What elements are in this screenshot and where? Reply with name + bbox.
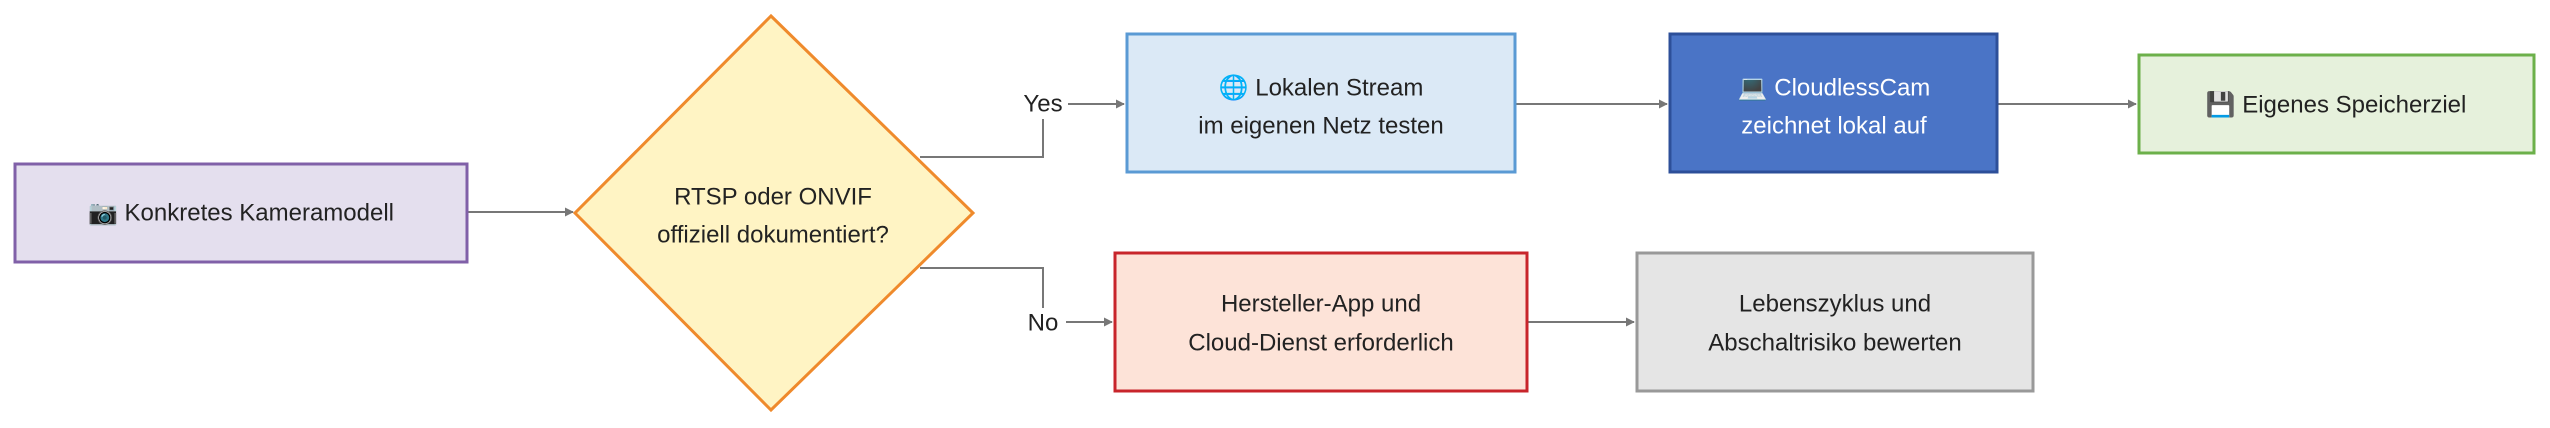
node-local-stream-line-2: im eigenen Netz testen (1198, 112, 1443, 139)
node-decision-line-1: RTSP oder ONVIF (674, 183, 872, 210)
node-camera-model-line-1: 📷 Konkretes Kameramodell (88, 199, 394, 226)
edge-decision-no (920, 267, 1113, 327)
edge-label-yes: Yes (1023, 90, 1062, 117)
node-lifecycle-line-1: Lebenszyklus und (1739, 290, 1931, 317)
node-decision: RTSP oder ONVIF offiziell dokumentiert? (572, 13, 976, 413)
node-vendor-app-line-2: Cloud-Dienst erforderlich (1188, 329, 1453, 356)
node-local-stream: 🌐 Lokalen Stream im eigenen Netz testen (1125, 32, 1517, 174)
node-cloudlesscam-line-2: zeichnet lokal auf (1741, 112, 1927, 139)
node-storage-line-1: 💾 Eigenes Speicherziel (2206, 90, 2467, 118)
edge-label-no: No (1028, 309, 1059, 336)
node-local-stream-line-1: 🌐 Lokalen Stream (1219, 73, 1424, 101)
edge-label-no-bg (1020, 308, 1066, 338)
edge-label-yes-bg (1018, 89, 1068, 119)
node-lifecycle: Lebenszyklus und Abschaltrisiko bewerten (1635, 251, 2035, 393)
node-vendor-app-line-1: Hersteller-App und (1221, 290, 1421, 317)
node-lifecycle-line-2: Abschaltrisiko bewerten (1708, 329, 1961, 356)
edge-decision-yes (920, 99, 1125, 158)
node-decision-line-2: offiziell dokumentiert? (657, 221, 889, 248)
node-cloudlesscam: 💻 CloudlessCam zeichnet lokal auf (1668, 32, 1999, 174)
node-vendor-app: Hersteller-App und Cloud-Dienst erforder… (1113, 251, 1529, 393)
node-camera-model: 📷 Konkretes Kameramodell (13, 162, 469, 264)
node-storage: 💾 Eigenes Speicherziel (2137, 53, 2536, 155)
node-cloudlesscam-line-1: 💻 CloudlessCam (1738, 74, 1931, 101)
